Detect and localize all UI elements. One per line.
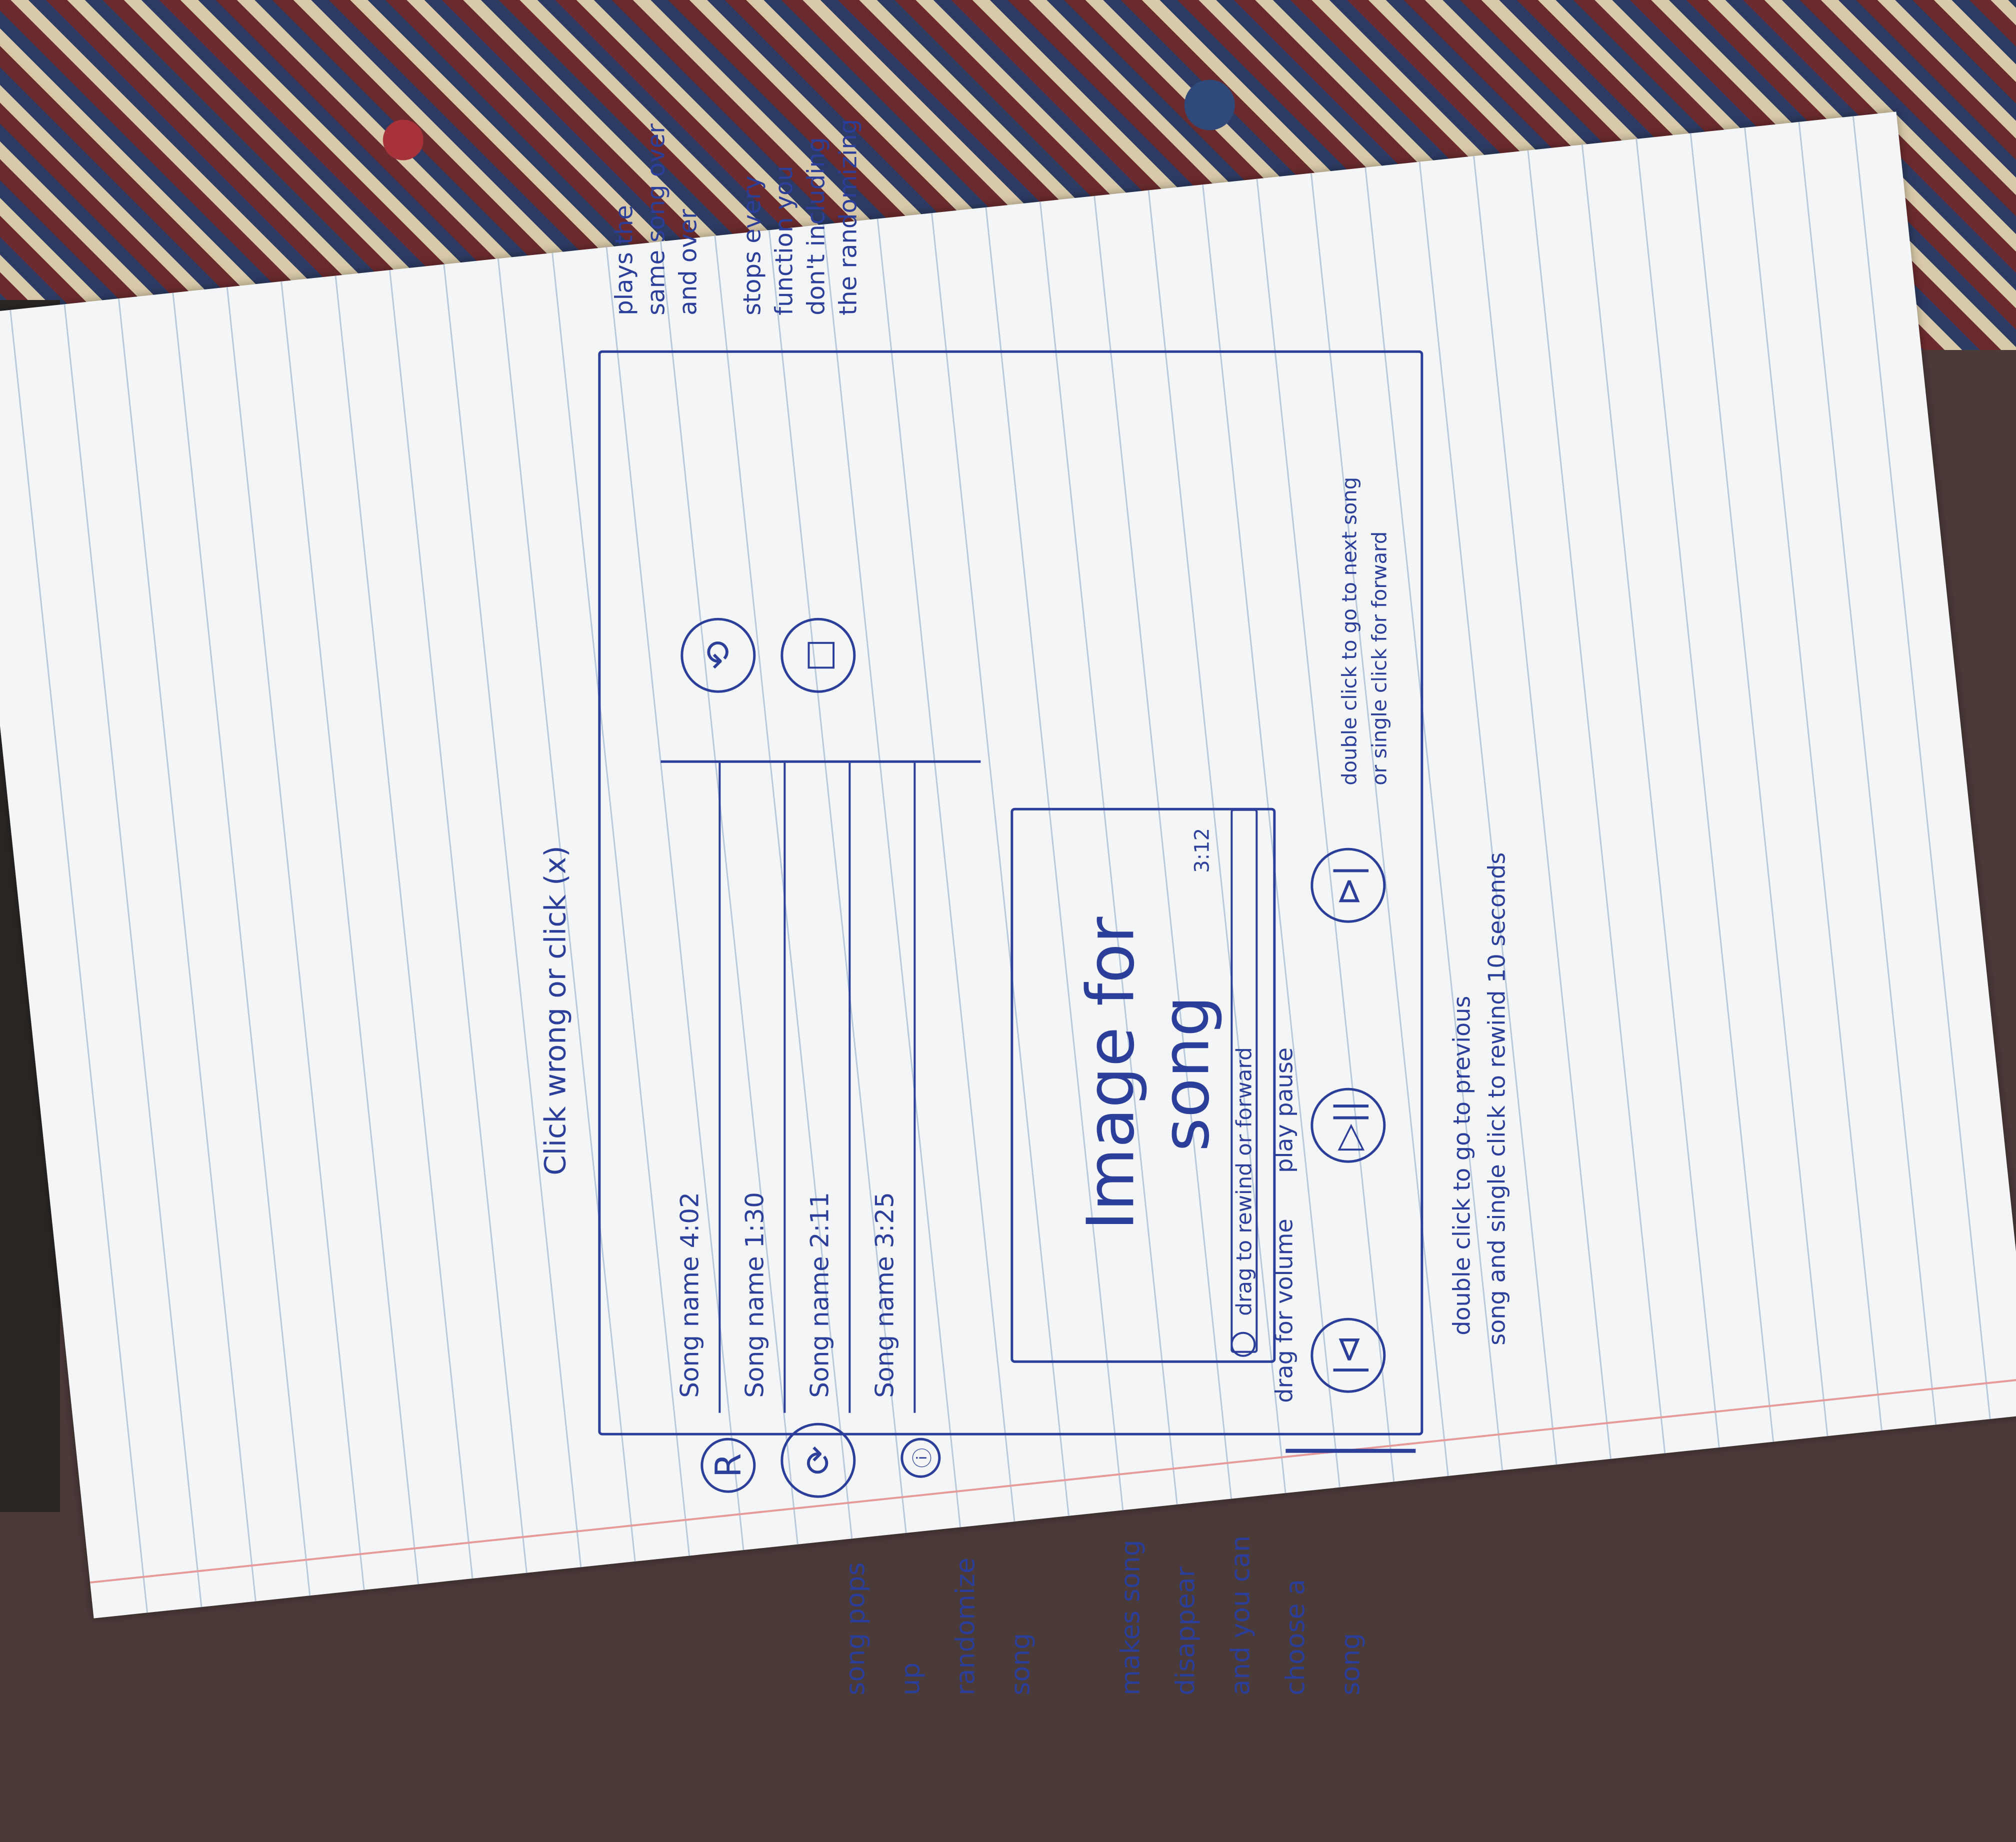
info-icon: ⓘ xyxy=(911,1448,934,1468)
loop-icon: ⟲ xyxy=(698,640,739,670)
album-art-label: Image for song xyxy=(1072,916,1224,1230)
next-annotation-line-1: double click to go to next song xyxy=(1338,476,1362,786)
time-remaining: 3:12 xyxy=(1190,828,1214,873)
play-pause-label: play pause xyxy=(1270,1047,1298,1173)
random-icon: R xyxy=(708,1453,749,1478)
previous-annotation-line-1: double click to go to previous xyxy=(1448,996,1476,1336)
random-button[interactable]: R xyxy=(700,1438,756,1493)
list-item[interactable]: Song name 3:25 xyxy=(856,762,916,1413)
seek-handle[interactable] xyxy=(1230,1332,1256,1357)
play-pause-icon: ▷|| xyxy=(1328,1100,1369,1151)
volume-slider[interactable] xyxy=(1286,1448,1416,1453)
stop-button[interactable]: □ xyxy=(780,618,856,693)
stop-icon: □ xyxy=(798,638,839,672)
loop-button[interactable]: ⟲ xyxy=(680,618,756,693)
next-icon: ⊳| xyxy=(1328,864,1369,906)
song-label: Song name 3:25 xyxy=(870,1192,900,1398)
previous-button[interactable]: |⊲ xyxy=(1310,1318,1386,1393)
previous-icon: |⊲ xyxy=(1328,1334,1369,1376)
top-annotation: Click wrong or click (x) xyxy=(538,846,572,1176)
next-button[interactable]: ⊳| xyxy=(1310,848,1386,923)
loop-stop-annotation: plays the same song over and over stops … xyxy=(610,118,862,316)
song-label: Song name 1:30 xyxy=(740,1192,770,1398)
song-label: Song name 4:02 xyxy=(675,1192,704,1398)
play-pause-button[interactable]: ▷|| xyxy=(1310,1088,1386,1163)
volume-label: drag for volume xyxy=(1270,1218,1298,1403)
info-button[interactable]: ⓘ xyxy=(900,1438,941,1478)
playlist: Song name 4:02 Song name 1:30 Song name … xyxy=(660,760,981,1413)
seek-bar[interactable]: drag to rewind or forward xyxy=(1230,808,1258,1357)
seek-annotation: drag to rewind or forward xyxy=(1232,1047,1256,1316)
player-window: Song name 4:02 Song name 1:30 Song name … xyxy=(598,350,1424,1498)
previous-annotation-line-2: song and single click to rewind 10 secon… xyxy=(1483,852,1510,1346)
next-annotation-line-2: or single click for forward xyxy=(1368,531,1392,786)
list-item[interactable]: Song name 4:02 xyxy=(660,762,721,1413)
shuffle-button[interactable]: ⟳ xyxy=(780,1422,856,1498)
list-item[interactable]: Song name 1:30 xyxy=(726,762,786,1413)
wireframe-sketch: Click wrong or click (x) Song name 4:02 … xyxy=(538,119,1510,1696)
song-label: Song name 2:11 xyxy=(805,1192,834,1398)
randomize-annotation: song pops up randomize song makes song d… xyxy=(840,1535,1366,1696)
list-item[interactable]: Song name 2:11 xyxy=(790,762,851,1413)
shuffle-icon: ⟳ xyxy=(798,1446,839,1476)
notebook-page: Click wrong or click (x) Song name 4:02 … xyxy=(0,112,2016,1696)
